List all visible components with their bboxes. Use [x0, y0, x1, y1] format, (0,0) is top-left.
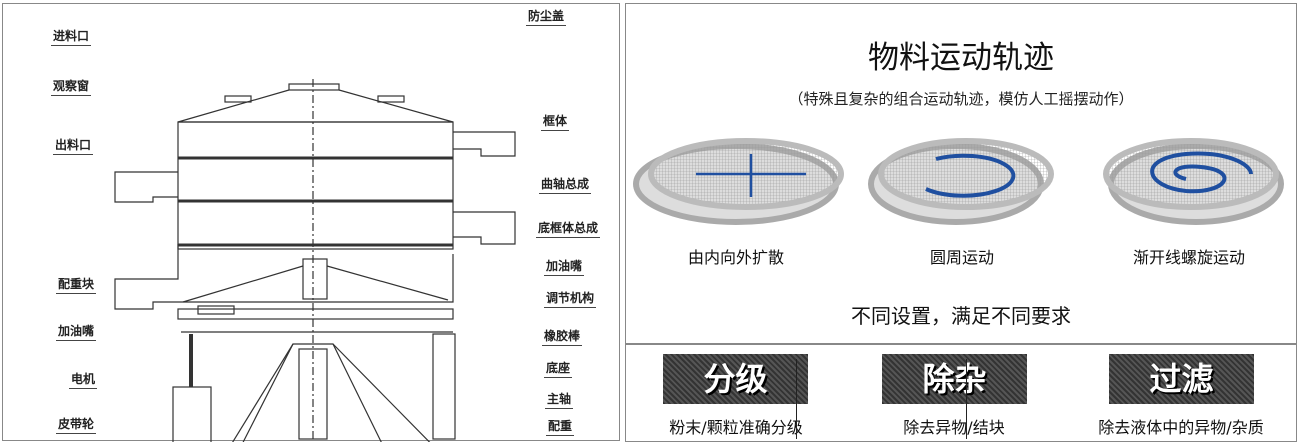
- motion-label-circular: 圆周运动: [929, 248, 994, 267]
- motion-label-spiral: 渐开线螺旋运动: [1132, 248, 1245, 267]
- label-dust-cover: 防尘盖: [526, 7, 567, 26]
- label-oil-nozzle-right: 加油嘴: [544, 257, 585, 276]
- feature-badge-grading: 分级: [663, 354, 808, 404]
- feature-desc-impurity: 除去异物/结块: [903, 418, 1005, 437]
- label-counterweight: 配重: [546, 417, 575, 436]
- machine-drawing: [114, 79, 516, 442]
- label-discharge-outlet: 出料口: [53, 136, 94, 155]
- requirement-text: 不同设置，满足不同要求: [851, 304, 1071, 328]
- label-oil-nozzle-left: 加油嘴: [56, 322, 97, 341]
- screen-diffusion: [633, 138, 844, 225]
- sieve-structure-diagram: 进料口 观察窗 出料口 配重块 加油嘴 电机 皮带轮 防尘盖 框体 曲轴总成 底…: [2, 3, 620, 442]
- feature-badge-filtering: 过滤: [1109, 354, 1254, 404]
- label-counterweight-block: 配重块: [56, 275, 97, 294]
- label-motor: 电机: [69, 370, 98, 389]
- label-main-shaft: 主轴: [545, 390, 574, 409]
- feature-desc-filtering: 除去液体中的异物/杂质: [1098, 418, 1264, 437]
- feature-desc-grading: 粉末/颗粒准确分级: [669, 418, 803, 437]
- label-frame: 框体: [541, 112, 570, 131]
- divider: [626, 343, 1296, 345]
- screen-circular: [868, 138, 1054, 225]
- label-adjuster: 调节机构: [544, 289, 597, 308]
- label-observation-window: 观察窗: [51, 77, 92, 96]
- motion-screens: [633, 138, 1284, 225]
- divider: [796, 359, 797, 439]
- label-feed-inlet: 进料口: [51, 27, 92, 46]
- divider: [966, 359, 967, 439]
- label-base: 底座: [544, 359, 573, 378]
- label-crankshaft: 曲轴总成: [539, 175, 592, 194]
- motion-panel: 物料运动轨迹 （特殊且复杂的组合运动轨迹，模仿人工摇摆动作） 由内向外扩散 圆周…: [625, 3, 1297, 442]
- panel-title: 物料运动轨迹: [868, 40, 1054, 76]
- label-rubber-rod: 橡胶棒: [542, 327, 583, 346]
- panel-subtitle: （特殊且复杂的组合运动轨迹，模仿人工摇摆动作）: [788, 90, 1134, 108]
- motion-label-diffusion: 由内向外扩散: [687, 248, 784, 267]
- feature-badge-impurity: 除杂: [882, 354, 1027, 404]
- label-pulley: 皮带轮: [56, 415, 97, 434]
- label-bottom-frame: 底框体总成: [536, 219, 601, 238]
- screen-spiral: [1103, 138, 1284, 225]
